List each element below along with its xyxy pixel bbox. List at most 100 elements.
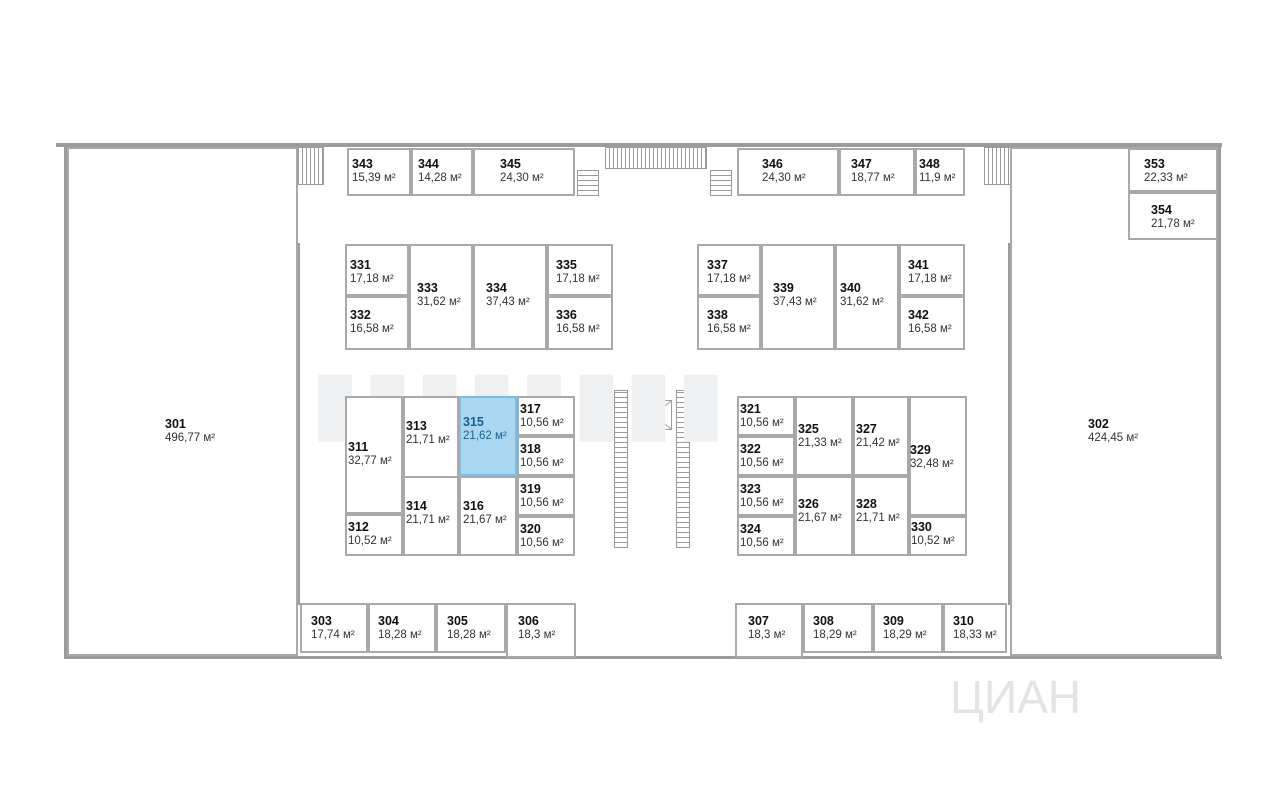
unit-area: 10,52 м² [911, 535, 955, 547]
stairs-small-left [577, 170, 599, 196]
unit-number: 324 [740, 522, 761, 536]
unit-number: 316 [463, 499, 484, 513]
outer-wall-left [64, 143, 67, 659]
unit-area: 21,67 м² [463, 514, 507, 526]
unit-area: 17,18 м² [707, 273, 751, 285]
unit-number: 327 [856, 422, 877, 436]
unit-area: 37,43 м² [486, 296, 530, 308]
unit-number: 310 [953, 614, 974, 628]
unit-area: 32,77 м² [348, 455, 392, 467]
outer-wall-bottom [64, 656, 1222, 659]
unit-number: 328 [856, 497, 877, 511]
unit-area: 10,56 м² [740, 417, 784, 429]
unit-number: 306 [518, 614, 539, 628]
outer-wall-right [1218, 143, 1221, 659]
unit-number: 303 [311, 614, 332, 628]
unit-number: 325 [798, 422, 819, 436]
unit-area: 16,58 м² [707, 323, 751, 335]
unit-number: 330 [911, 520, 932, 534]
unit-area: 10,52 м² [348, 535, 392, 547]
unit-area: 10,56 м² [520, 417, 564, 429]
unit-number: 353 [1144, 157, 1165, 171]
unit-area: 424,45 м² [1088, 432, 1139, 444]
unit-number: 342 [908, 308, 929, 322]
unit-number: 322 [740, 442, 761, 456]
unit-area: 16,58 м² [350, 323, 394, 335]
unit-number: 319 [520, 482, 541, 496]
unit-area: 17,18 м² [908, 273, 952, 285]
unit-area: 37,43 м² [773, 296, 817, 308]
unit-area: 10,56 м² [740, 457, 784, 469]
unit-number: 347 [851, 157, 872, 171]
